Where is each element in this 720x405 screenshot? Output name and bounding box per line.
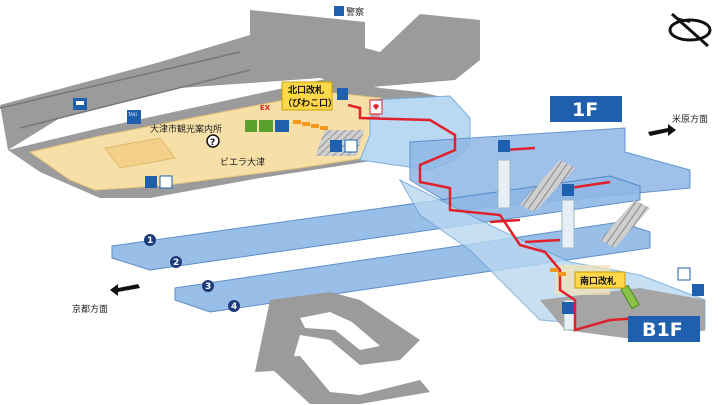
road-line bbox=[0, 51, 241, 109]
stairs-platform-3-4 bbox=[600, 200, 650, 248]
police-label: 警察 bbox=[346, 6, 364, 18]
restroom-icon-concourse bbox=[344, 139, 358, 153]
sidewalk-line bbox=[19, 69, 251, 129]
svg-text:4: 4 bbox=[231, 302, 237, 312]
wheelchair-icon-b1f bbox=[692, 284, 704, 296]
escalator-icon-1 bbox=[498, 140, 510, 152]
track-number-road bbox=[260, 356, 430, 404]
platform-2-marker: 2 bbox=[170, 256, 182, 268]
platform-3-marker: 3 bbox=[202, 280, 214, 292]
svg-text:AED: AED bbox=[371, 114, 379, 119]
elevator-shaft-2 bbox=[561, 199, 575, 249]
taxi-label: TAXI bbox=[127, 112, 137, 117]
elevator-shaft-1 bbox=[497, 159, 511, 209]
upper-ground bbox=[0, 10, 480, 150]
bus-icon bbox=[73, 98, 87, 110]
kyoto-direction-label: 京都方面 bbox=[72, 303, 108, 315]
floor-tag-b1f bbox=[628, 316, 700, 342]
compass-icon bbox=[668, 12, 712, 48]
aed-icon: AED bbox=[369, 99, 383, 119]
floor-tag-1f bbox=[550, 96, 622, 122]
restroom-icon-b1f bbox=[677, 267, 691, 281]
ticket-icon bbox=[259, 120, 273, 132]
maibara-direction-arrow bbox=[648, 124, 676, 136]
north-gate-sub-label: （びわこ口） bbox=[283, 97, 337, 109]
floor-tag-b1f-label: B1F bbox=[642, 319, 683, 341]
svg-text:?: ? bbox=[210, 138, 215, 148]
kyoto-direction-arrow bbox=[110, 284, 140, 296]
wheelchair-icon-concourse bbox=[330, 140, 342, 152]
platform-1-marker: 1 bbox=[144, 234, 156, 246]
route-branch bbox=[489, 146, 611, 244]
track-number-inner bbox=[300, 312, 380, 350]
south-gate-label: 南口改札 bbox=[580, 275, 616, 287]
svg-text:1: 1 bbox=[147, 236, 153, 246]
platform-4-marker: 4 bbox=[228, 300, 240, 312]
south-ticket-gates bbox=[550, 268, 566, 276]
ex-badge: EX bbox=[260, 104, 271, 112]
elevator-icon-north bbox=[337, 88, 348, 100]
escalator-icon-3 bbox=[562, 302, 574, 314]
building-inner-room bbox=[104, 137, 176, 169]
svg-text:3: 3 bbox=[205, 282, 211, 292]
restroom-icon-building bbox=[159, 175, 173, 189]
tourist-info-label: 大津市観光案内所 bbox=[150, 123, 222, 135]
stairs-platform-1-2 bbox=[520, 160, 575, 212]
floor-tag-1f-label: 1F bbox=[572, 99, 598, 121]
maibara-direction-label: 米原方面 bbox=[672, 113, 708, 125]
taxi-icon: TAXI bbox=[127, 110, 141, 124]
route-path bbox=[347, 103, 641, 332]
escalator-icon-2 bbox=[562, 184, 574, 196]
wheelchair-icon-building bbox=[145, 176, 157, 188]
south-gate-box bbox=[574, 271, 626, 289]
police-box-icon bbox=[334, 6, 344, 16]
building-label: ビエラ大津 bbox=[220, 156, 265, 168]
ticket-machine-icon bbox=[275, 120, 289, 132]
north-ticket-gates bbox=[293, 120, 328, 130]
svg-text:2: 2 bbox=[173, 258, 179, 268]
green-window-icon bbox=[245, 120, 257, 132]
north-gate-box bbox=[281, 81, 333, 111]
north-gate-label: 北口改札 bbox=[288, 84, 324, 96]
help-icon: ? bbox=[206, 134, 220, 148]
